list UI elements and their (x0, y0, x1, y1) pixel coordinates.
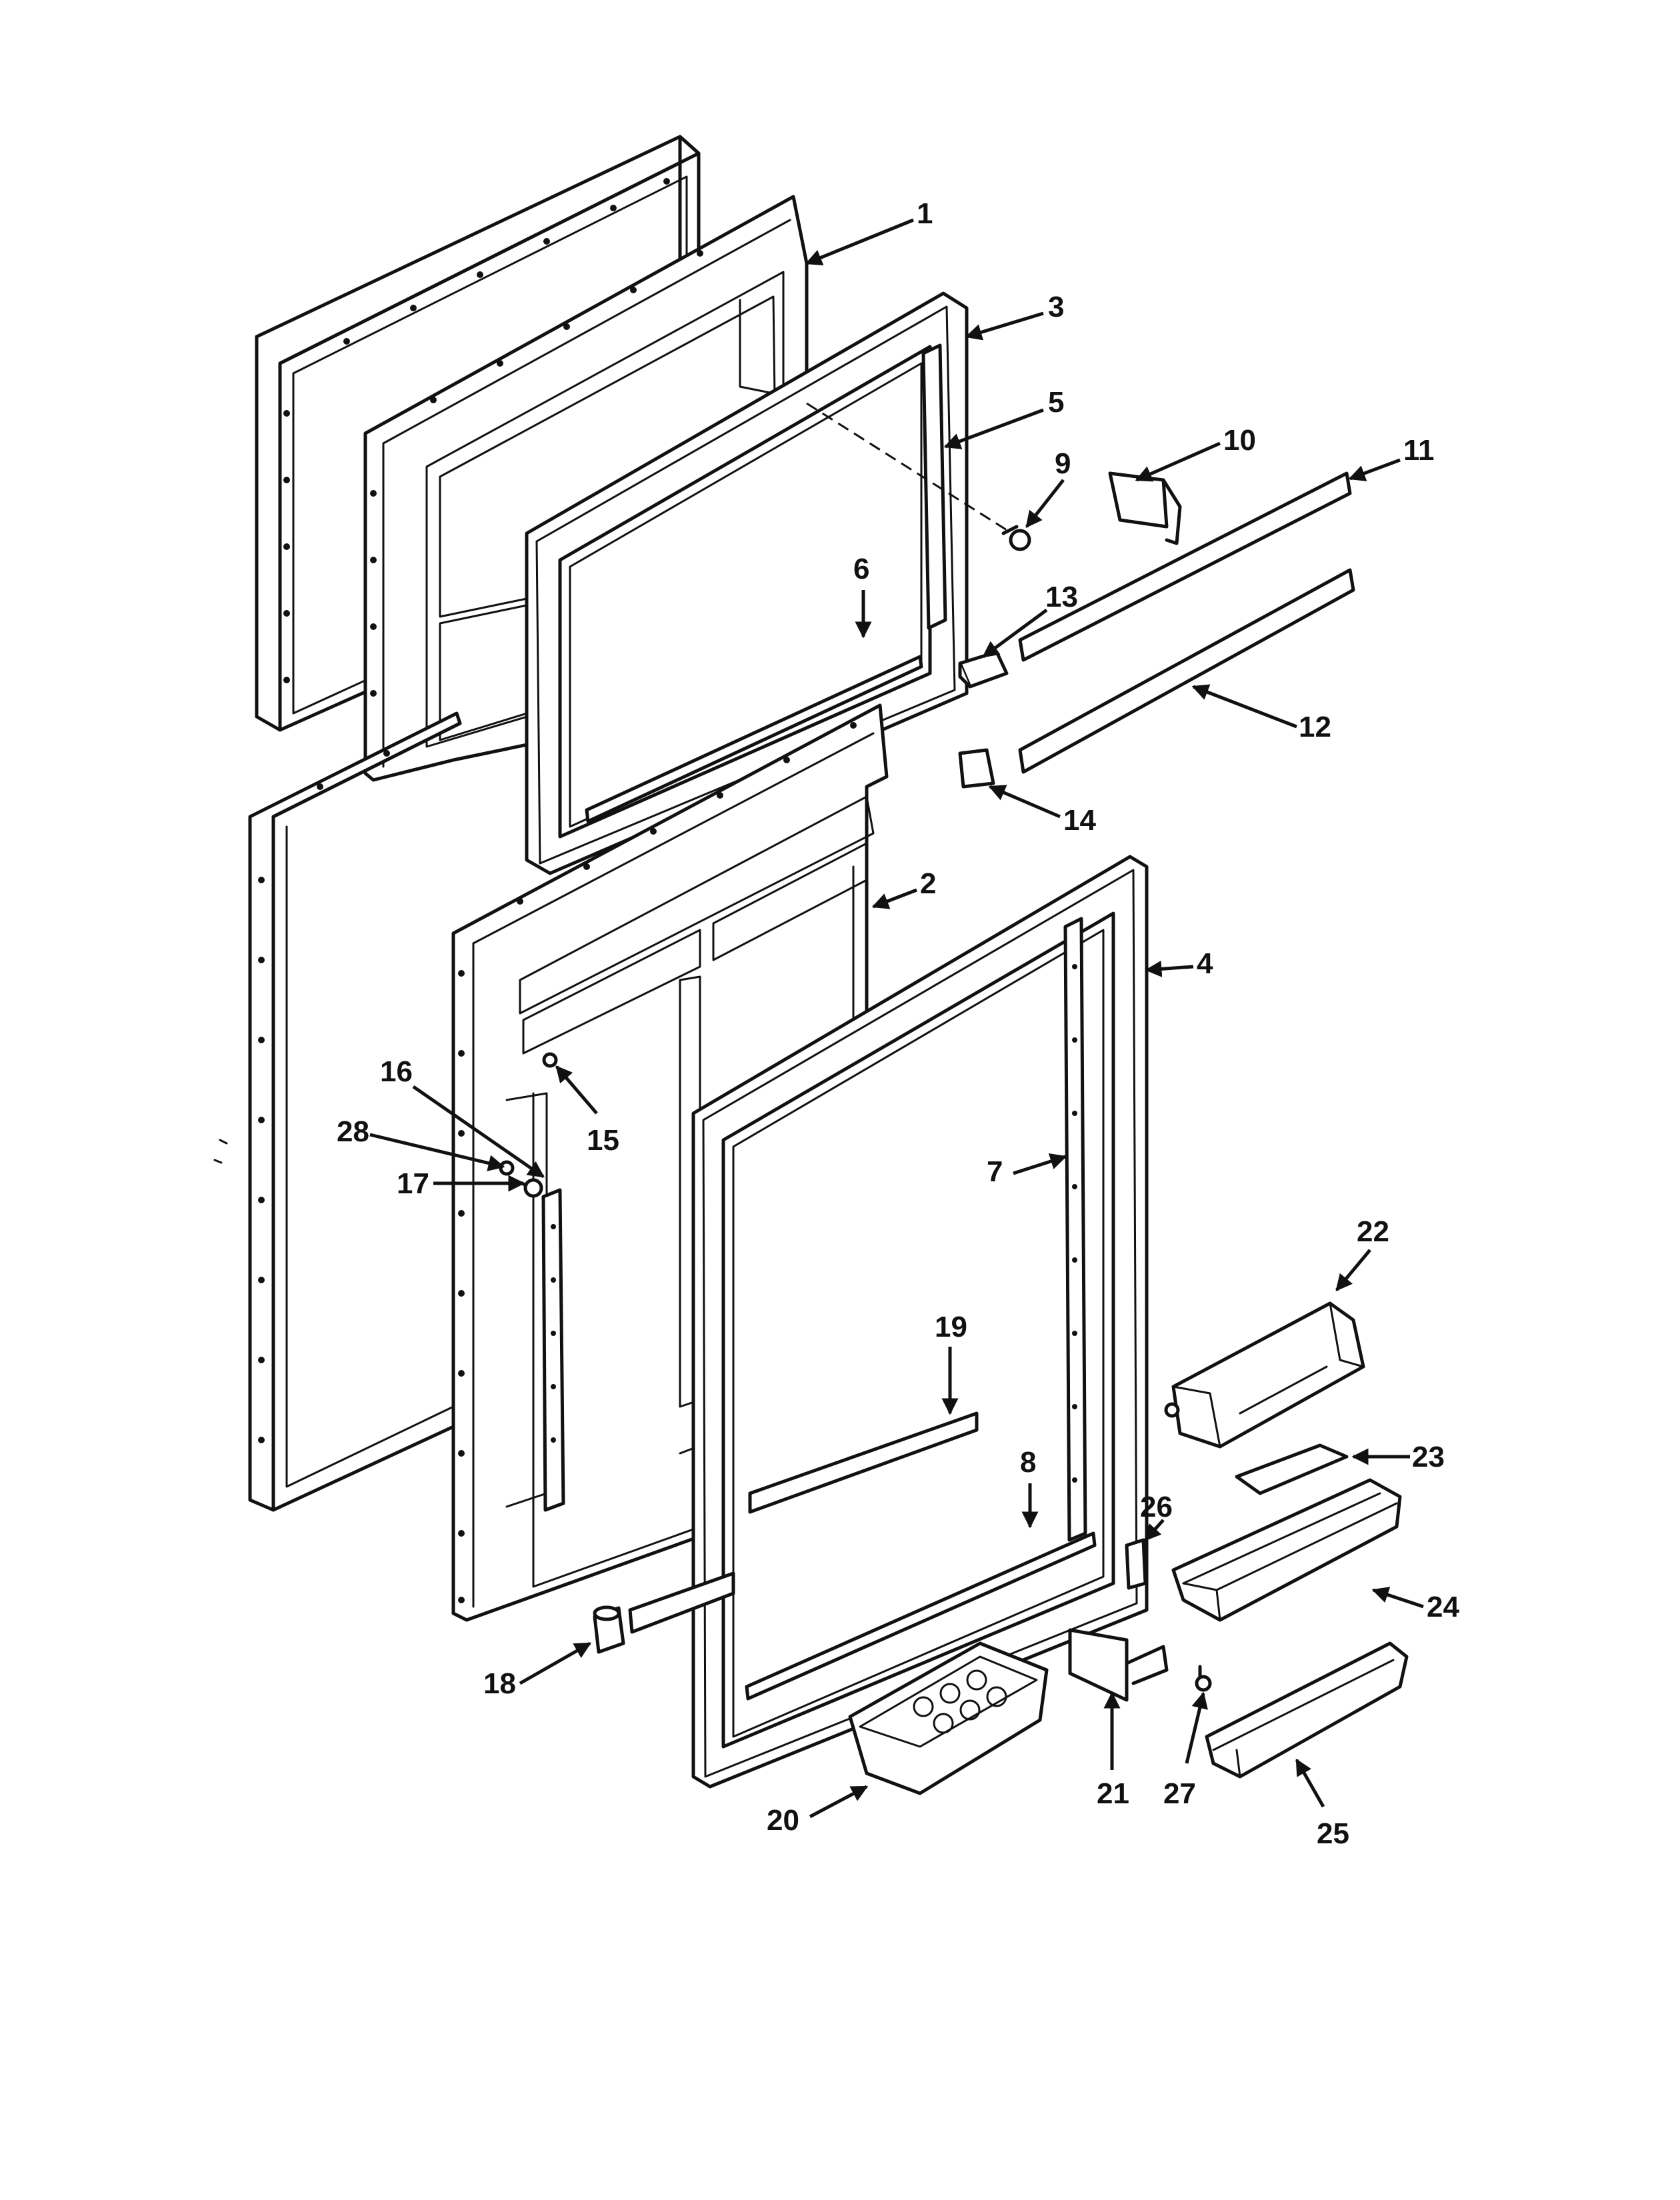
callout-1: 1 (805, 197, 933, 266)
callout-12-label: 12 (1299, 711, 1331, 743)
hinge-strip-16-part (541, 1188, 565, 1512)
stray-marks (213, 1139, 228, 1164)
callout-7-label: 7 (987, 1155, 1003, 1188)
callout-20: 20 (767, 1785, 869, 1837)
callout-19: 19 (935, 1311, 967, 1415)
freezer-door-panel-holes (283, 178, 670, 683)
part-25-door-bin (1205, 1641, 1409, 1779)
callout-21-label: 21 (1097, 1777, 1129, 1810)
part-10-bracket (1108, 471, 1182, 545)
callout-26: 26 (1140, 1491, 1173, 1541)
callout-18: 18 (483, 1641, 592, 1700)
callout-8: 8 (1020, 1446, 1039, 1529)
callout-15-label: 15 (587, 1124, 619, 1157)
callout-15: 15 (555, 1065, 619, 1157)
part-24-door-bin (1171, 1478, 1402, 1622)
callout-6: 6 (853, 553, 872, 639)
part-11-trim-strip (1018, 471, 1352, 662)
callout-14-label: 14 (1063, 804, 1096, 837)
egg-cups (913, 1669, 1007, 1734)
callout-27-label: 27 (1163, 1777, 1196, 1810)
callout-10: 10 (1135, 424, 1256, 482)
fresh-food-retainer-strip-7 (1063, 917, 1087, 1542)
callout-13-label: 13 (1045, 581, 1078, 613)
callout-3-label: 3 (1048, 291, 1064, 323)
callout-17-label: 17 (397, 1167, 429, 1200)
part-26-clip (1125, 1538, 1147, 1590)
fresh-food-retainer-strip-8 (745, 1531, 1097, 1701)
callout-22-label: 22 (1357, 1215, 1389, 1248)
callout-25: 25 (1295, 1758, 1349, 1850)
callout-4: 4 (1145, 947, 1213, 980)
callout-11-label: 11 (1403, 434, 1435, 467)
screw-9-dash-line (806, 402, 1007, 531)
callout-1-label: 1 (917, 197, 933, 230)
callout-16-label: 16 (380, 1055, 413, 1088)
callout-21: 21 (1097, 1691, 1129, 1810)
part-21-retainer (1068, 1628, 1169, 1702)
part-23-tray (1235, 1443, 1349, 1495)
callout-2: 2 (871, 867, 936, 909)
callout-4-label: 4 (1197, 947, 1213, 980)
fresh-food-door-outer-panel (248, 711, 462, 1512)
callout-5: 5 (943, 386, 1064, 449)
callout-28-label: 28 (337, 1115, 369, 1148)
callout-2-label: 2 (920, 867, 936, 900)
shelf-strip-19-part (748, 1411, 979, 1514)
callout-8-label: 8 (1020, 1446, 1036, 1479)
callout-18-label: 18 (483, 1667, 516, 1700)
callout-9: 9 (1025, 447, 1071, 528)
screw-9-part (1001, 525, 1031, 551)
part-14-end-cap (958, 748, 995, 789)
callout-12: 12 (1191, 684, 1331, 743)
part-15-screw (542, 1052, 558, 1068)
callout-24-label: 24 (1427, 1591, 1459, 1623)
callout-27: 27 (1163, 1691, 1208, 1810)
cap-18-part (593, 1605, 625, 1654)
callout-9-label: 9 (1055, 447, 1071, 480)
callout-19-label: 19 (935, 1311, 967, 1343)
lower-strip-part (628, 1571, 735, 1634)
callout-20-label: 20 (767, 1804, 799, 1837)
callout-24: 24 (1371, 1587, 1459, 1623)
callout-10-label: 10 (1223, 424, 1256, 457)
callout-13: 13 (981, 581, 1078, 659)
callout-25-label: 25 (1317, 1817, 1349, 1850)
callout-6-label: 6 (853, 553, 869, 585)
callout-3: 3 (965, 291, 1064, 341)
part-22-dairy-door (1164, 1301, 1365, 1449)
part-12-trim-strip (1018, 568, 1355, 774)
callout-5-label: 5 (1048, 386, 1064, 419)
callout-7: 7 (987, 1153, 1067, 1188)
callout-14: 14 (988, 785, 1096, 837)
callout-26-label: 26 (1140, 1491, 1173, 1523)
callout-23-label: 23 (1412, 1441, 1445, 1473)
part-27-stud (1195, 1665, 1212, 1692)
callout-11: 11 (1348, 434, 1435, 481)
callout-16: 16 (380, 1055, 545, 1179)
freezer-retainer-strip-5 (921, 343, 947, 630)
callout-28: 28 (337, 1115, 505, 1171)
callout-17: 17 (397, 1167, 525, 1200)
callout-22: 22 (1335, 1215, 1389, 1291)
callout-23: 23 (1351, 1441, 1445, 1473)
freezer-retainer-strip-6 (585, 655, 923, 823)
part-20-egg-bin (848, 1641, 1049, 1795)
fresh-food-door-gasket (691, 855, 1149, 1789)
